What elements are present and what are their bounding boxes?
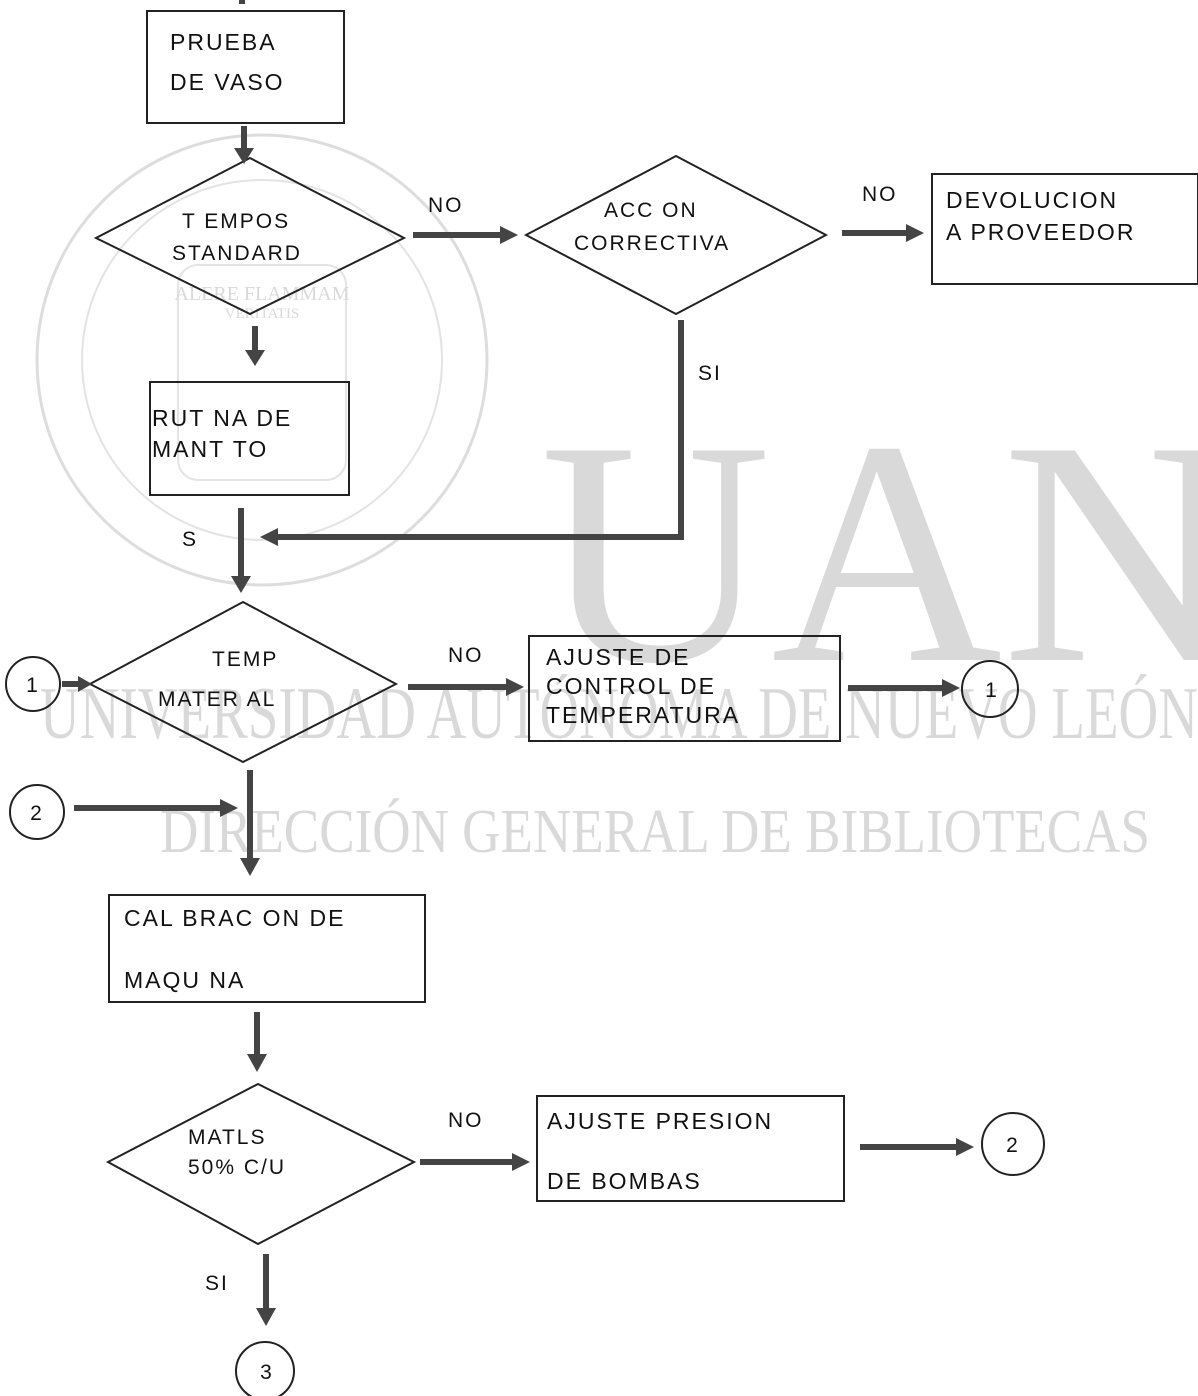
label-no-accion: NO xyxy=(862,183,898,206)
box-calibracion-maquina xyxy=(108,894,426,1003)
watermark-seal-shield xyxy=(177,264,347,481)
box-devolucion-line-2: A PROVEEDOR xyxy=(946,219,1135,245)
box-ajuste-control-line-1: AJUSTE DE xyxy=(546,644,691,670)
box-ajuste-presion-line-1: AJUSTE PRESION xyxy=(547,1108,773,1134)
box-calibracion-line-2: MAQU NA xyxy=(124,967,245,993)
connector-2-right xyxy=(981,1112,1045,1176)
decision-matls-line-1: MATLS xyxy=(188,1126,266,1149)
flow-arrows xyxy=(62,126,974,1326)
decision-accion-line-2: CORRECTIVA xyxy=(574,232,730,255)
connector-2-left-label: 2 xyxy=(30,802,44,825)
box-ajuste-presion-line-2: DE BOMBAS xyxy=(547,1168,702,1194)
decision-matls-50 xyxy=(105,1082,417,1246)
label-si-accion: SI xyxy=(698,362,722,385)
watermark-seal-inner xyxy=(81,179,443,541)
box-ajuste-presion-bombas xyxy=(536,1095,845,1202)
decision-temp-material xyxy=(87,600,399,764)
decision-tiempos-standard xyxy=(93,156,407,316)
box-rutina-line-1: RUT NA DE xyxy=(152,405,292,431)
watermark-line-2: DIRECCIÓN GENERAL DE BIBLIOTECAS xyxy=(160,798,1150,866)
box-ajuste-control-temperatura xyxy=(528,635,841,742)
watermark-seal-motto-1: ALERE FLAMMAM xyxy=(174,283,349,305)
box-ajuste-control-line-2: CONTROL DE xyxy=(546,673,716,699)
connector-3 xyxy=(235,1341,295,1396)
box-rutina-line-2: MANT TO xyxy=(152,436,268,462)
connector-2-right-label: 2 xyxy=(1006,1134,1020,1157)
label-no-tiempos: NO xyxy=(428,194,464,217)
watermark-seal-outer xyxy=(35,133,489,587)
label-no-matls: NO xyxy=(448,1109,484,1132)
connector-1-left-label: 1 xyxy=(26,674,40,697)
arrow-accion-si-return xyxy=(276,320,684,540)
decision-accion-line-1: ACC ON xyxy=(604,199,698,222)
label-si-matls: SI xyxy=(205,1272,229,1295)
box-ajuste-control-line-3: TEMPERATURA xyxy=(546,702,740,728)
connector-1-right xyxy=(961,660,1019,718)
box-calibracion-line-1: CAL BRAC ON DE xyxy=(124,905,345,931)
connector-2-left xyxy=(9,784,65,840)
box-prueba-de-vaso xyxy=(146,10,345,124)
connector-3-label: 3 xyxy=(260,1361,274,1384)
box-prueba-line-1: PRUEBA xyxy=(170,29,277,55)
box-devolucion-line-1: DEVOLUCION xyxy=(946,187,1118,213)
flow-labels: PRUEBA DE VASO T EMPOS STANDARD ACC ON C… xyxy=(26,29,1135,1384)
decision-matls-line-2: 50% C/U xyxy=(188,1156,286,1179)
decision-temp-line-2: MATER AL xyxy=(158,688,276,711)
decision-accion-correctiva xyxy=(523,154,829,316)
watermark: ALERE FLAMMAM VERITATIS UANL UNIVERSIDAD… xyxy=(35,133,1198,866)
label-s-merge: S xyxy=(182,528,198,551)
decision-temp-line-1: TEMP xyxy=(212,648,278,671)
connector-1-left xyxy=(5,656,61,712)
connector-1-right-label: 1 xyxy=(985,679,999,702)
label-no-temp: NO xyxy=(448,644,484,667)
decision-tiempos-line-2: STANDARD xyxy=(172,242,302,265)
box-rutina-mantto xyxy=(149,381,350,496)
watermark-big-letters: UANL xyxy=(540,376,1198,730)
decision-tiempos-line-1: T EMPOS xyxy=(182,210,290,233)
box-prueba-line-2: DE VASO xyxy=(170,69,285,95)
box-devolucion-proveedor xyxy=(931,173,1198,285)
flow-shapes xyxy=(5,0,1198,1396)
